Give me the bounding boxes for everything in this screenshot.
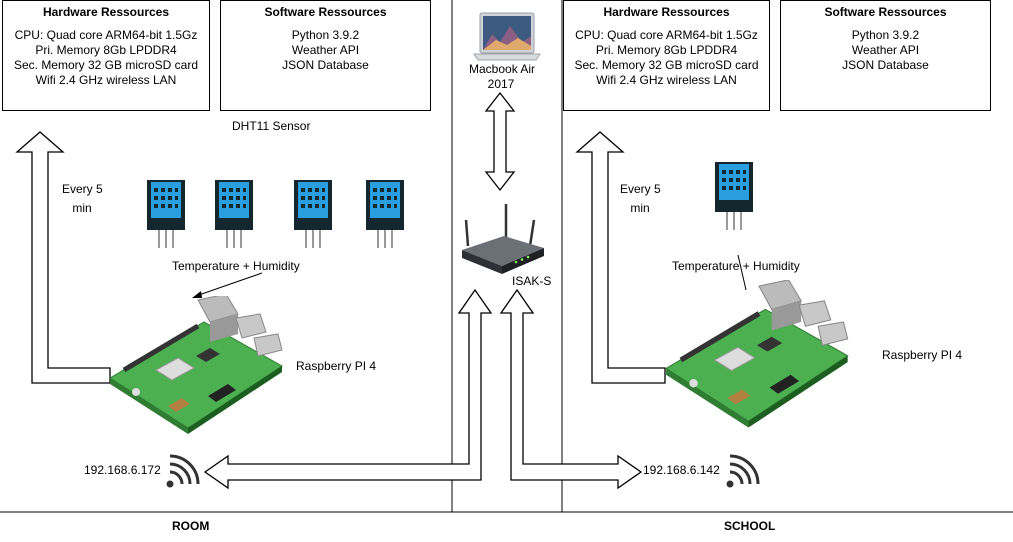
school-software-box: Software Ressources Python 3.9.2 Weather… [780,0,991,111]
school-zone-label: SCHOOL [724,519,776,533]
room-zone-label: ROOM [172,519,210,533]
dht11-sensor-icon [715,162,753,230]
laptop-label: Macbook Air 2017 [469,62,536,92]
room-software-line: Weather API [291,43,360,57]
room-hardware-line: Wifi 2.4 GHz wireless LAN [35,73,177,87]
interval-line: min [72,201,92,215]
school-software-line: Weather API [851,43,920,57]
room-hardware-line: Sec. Memory 32 GB microSD card [13,58,199,72]
laptop-label-line: 2017 [487,77,515,91]
school-hardware-title: Hardware Ressources [603,5,730,19]
school-ip-label: 192.168.6.142 [643,463,720,477]
sensor-label: DHT11 Sensor [232,119,311,133]
school-hardware-box: Hardware Ressources CPU: Quad core ARM64… [563,0,770,111]
school-hardware-line: Pri. Memory 8Gb LPDDR4 [595,43,738,57]
interval-line: min [630,201,650,215]
room-software-title: Software Ressources [264,5,387,19]
room-interval-label: Every 5 min [62,182,103,216]
router-room-arrow [203,288,493,490]
school-hardware-line: Sec. Memory 32 GB microSD card [574,58,759,72]
room-hardware-line: CPU: Quad core ARM64-bit 1.5Gz [14,28,198,42]
interval-line: Every 5 [62,182,103,196]
room-device-label: Raspberry PI 4 [296,359,377,373]
router-icon [462,204,544,274]
wifi-icon [166,454,200,488]
room-hardware-box: Hardware Ressources CPU: Quad core ARM64… [2,0,210,111]
school-hardware-line: CPU: Quad core ARM64-bit 1.5Gz [575,28,758,42]
raspberry-pi-icon [665,280,849,428]
room-upload-arrow [15,131,111,384]
school-device-label: Raspberry PI 4 [882,348,963,362]
dht11-sensor-icon [215,180,253,248]
raspberry-pi-icon [109,296,283,434]
school-hardware-line: Wifi 2.4 GHz wireless LAN [596,73,737,87]
room-measure-label: Temperature + Humidity [172,259,300,273]
room-software-line: JSON Database [282,58,369,72]
room-software-line: Python 3.9.2 [291,28,360,42]
school-software-line: Python 3.9.2 [851,28,920,42]
dht11-sensor-icon [147,180,185,248]
room-software-box: Software Ressources Python 3.9.2 Weather… [220,0,431,111]
laptop-icon [473,12,541,61]
school-upload-arrow [575,131,666,384]
interval-line: Every 5 [620,182,661,196]
laptop-label-line: Macbook Air [469,62,536,76]
laptop-router-arrow [484,91,516,192]
room-hardware-title: Hardware Ressources [42,5,170,19]
room-ip-label: 192.168.6.172 [84,463,161,477]
dht11-sensor-icon [366,180,404,248]
wifi-icon [726,454,760,488]
router-label: ISAK-S [512,274,552,288]
school-software-title: Software Ressources [824,5,947,19]
school-interval-label: Every 5 min [620,182,661,216]
router-school-arrow [499,288,643,490]
room-hardware-line: Pri. Memory 8Gb LPDDR4 [35,43,177,57]
dht11-sensor-icon [294,180,332,248]
school-measure-label: Temperature + Humidity [672,259,800,273]
school-software-line: JSON Database [842,58,929,72]
